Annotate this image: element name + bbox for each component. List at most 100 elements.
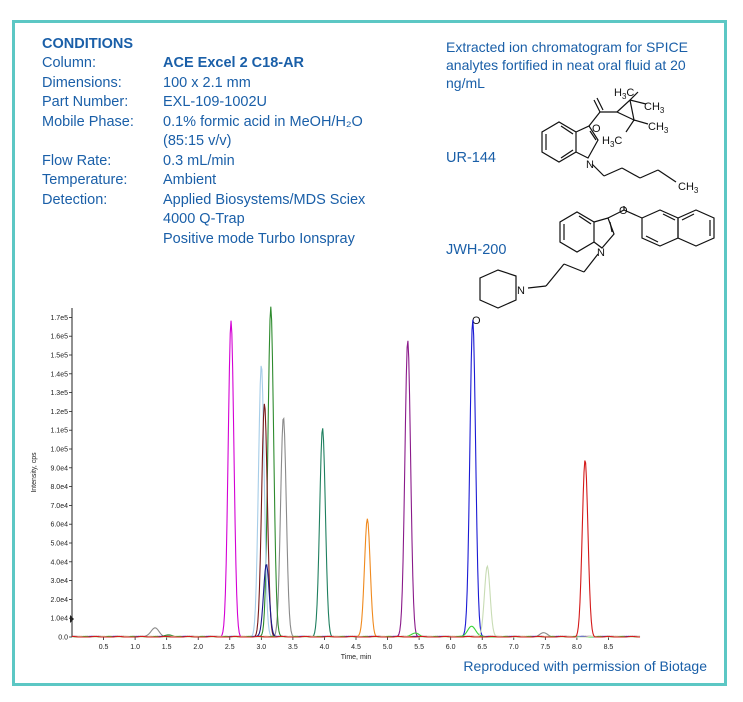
conditions-row: Temperature: Ambient [42,171,408,191]
x-tick-label: 3.5 [288,644,298,651]
series-line [71,319,640,638]
series-line [71,564,640,638]
compound-label-ur144: UR-144 [446,150,496,166]
y-tick-label: 5.0e4 [50,541,68,548]
x-tick-label: 5.5 [414,644,424,651]
condition-label: Flow Rate: [42,152,112,169]
figure-frame [12,20,727,686]
indole-nitrogen-label: N [586,159,594,171]
series-line [71,306,640,638]
condition-value: 4000 Q-Trap [163,211,245,227]
x-tick-label: 7.5 [540,644,550,651]
condition-label: Part Number: [42,94,129,110]
chromatogram-chart: 0.0 1.0e4 2.0e4 3.0e4 4.0e4 5.0e4 6.0e4 7.0e4 8.… [31,306,641,661]
condition-value: (85:15 v/v) [163,133,232,149]
series-line [71,340,641,638]
jwh200-structure-diagram: N O N O [472,206,715,327]
compound-label-jwh200: JWH-200 [446,242,507,258]
condition-label [42,132,163,152]
conditions-row: Mobile Phase: 0.1% formic acid in MeOH/H₂… [42,113,408,133]
condition-label [42,210,163,230]
condition-value: 0.3 mL/min [163,152,235,169]
x-tick-label: 6.5 [477,644,487,651]
conditions-row: 4000 Q-Trap [42,210,408,230]
x-tick-label: 8.0 [572,644,582,651]
condition-label: Detection: [42,191,108,208]
condition-value: 0.1% formic acid in MeOH/H₂O [163,113,363,130]
y-tick-label: 1.5e5 [50,353,68,360]
conditions-row: (85:15 v/v) [42,132,408,152]
y-tick-label: 8.0e4 [50,484,68,491]
conditions-row: Detection: Applied Biosystems/MDS Sciex [42,191,408,211]
conditions-row: Dimensions: 100 x 2.1 mm [42,74,408,94]
axis-marker-icon [70,615,74,623]
methyl-label: H3C [602,135,622,149]
x-tick-label: 7.0 [509,644,519,651]
morpholine-nitrogen-label: N [517,285,525,297]
x-tick-label: 0.5 [99,644,109,651]
y-tick-label: 2.0e4 [50,597,68,604]
methyl-label: H3C [614,87,634,101]
x-tick-label: 6.0 [446,644,456,651]
methyl-label: CH3 [644,101,665,115]
conditions-heading: CONDITIONS [42,36,134,52]
credit-text: Reproduced with permission of Biotage [463,658,707,674]
methyl-label: CH3 [678,181,699,195]
x-tick-label: 8.5 [604,644,614,651]
conditions-row: Positive mode Turbo Ionspray [42,230,408,250]
condition-label: Temperature: [42,172,128,188]
x-tick-label: 2.0 [193,644,203,651]
condition-label [42,230,163,250]
conditions-table: Column:ACE Excel 2 C18-AR Dimensions: 100… [42,54,408,249]
series-line [72,518,641,638]
series-line [71,564,641,638]
series-line [72,365,641,638]
y-tick-label: 1.3e5 [50,390,68,397]
methyl-label: CH3 [648,121,669,135]
condition-value: Applied Biosystems/MDS Sciex [163,191,366,208]
x-axis-label: Time, min [341,654,372,661]
y-axis-label: Intensity, cps [31,452,38,493]
x-tick-label: 1.0 [130,644,140,651]
ur144-structure-diagram: O N H3C CH3 CH3 H3C CH3 [541,87,699,195]
condition-value: ACE Excel 2 C18-AR [163,55,305,71]
x-tick-label: 4.0 [320,644,330,651]
y-tick-label: 3.0e4 [50,578,68,585]
carbonyl-oxygen-label: O [592,123,601,135]
x-tick-label: 4.5 [351,644,361,651]
y-tick-label: 6.0e4 [50,522,68,529]
y-tick-label: 0.0 [58,635,68,642]
conditions-row: Column:ACE Excel 2 C18-AR [42,54,408,74]
y-tick-label: 1.0e5 [50,447,68,454]
y-tick-label: 1.1e5 [50,428,68,435]
conditions-row: Part Number: EXL-109-1002U [42,93,408,113]
series-line [71,416,641,638]
carbonyl-oxygen-label: O [619,206,628,217]
y-tick-label: 1.6e5 [50,334,68,341]
conditions-panel: CONDITIONS Column:ACE Excel 2 C18-AR Dim… [42,36,408,249]
x-tick-label: 5.0 [383,644,393,651]
condition-label: Dimensions: [42,74,122,91]
chromatogram-caption: Extracted ion chromatogram for SPICE ana… [446,39,688,91]
series-line [71,460,640,638]
y-tick-label: 7.0e4 [50,503,68,510]
condition-value: Ambient [163,172,217,188]
condition-value: EXL-109-1002U [163,94,267,110]
condition-value: 100 x 2.1 mm [163,74,251,91]
condition-value: Positive mode Turbo Ionspray [163,230,355,247]
series-line [72,625,641,638]
y-tick-label: 1.7e5 [50,315,68,322]
x-tick-label: 2.5 [225,644,235,651]
y-tick-label: 4.0e4 [50,559,68,566]
y-tick-label: 1.2e5 [50,409,68,416]
series-line [72,428,640,638]
y-tick-label: 1.4e5 [50,371,68,378]
x-tick-label: 3.0 [256,644,266,651]
y-tick-label: 9.0e4 [50,465,68,472]
morpholine-oxygen-label: O [472,315,481,327]
series-line [71,403,641,638]
y-tick-label: 1.0e4 [50,616,68,623]
x-tick-label: 1.5 [162,644,172,651]
condition-label: Mobile Phase: [42,113,134,130]
series-line [72,320,640,638]
